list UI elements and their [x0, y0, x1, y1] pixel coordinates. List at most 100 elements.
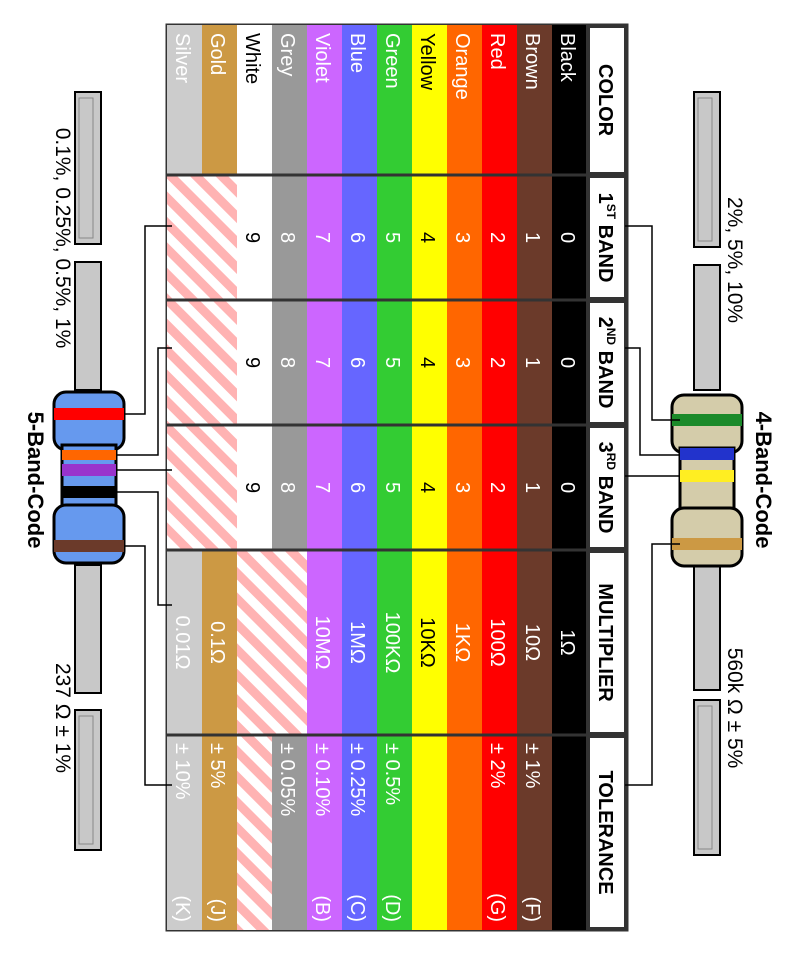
color-name-violet: Violet — [311, 33, 333, 83]
cell-color-grey — [272, 25, 307, 175]
cell-multiplier-orange — [447, 550, 482, 735]
cell-band3-yellow — [412, 425, 447, 550]
cell-band1-green — [377, 175, 412, 300]
cell-band1-violet — [307, 175, 342, 300]
band1-value-green: 5 — [381, 232, 403, 243]
four-band-value: 560k Ω ± 5% — [723, 648, 746, 769]
color-name-blue: Blue — [346, 33, 368, 73]
band1-value-red: 2 — [486, 232, 508, 243]
cell-color-red — [482, 25, 517, 175]
cell-band2-blue — [342, 300, 377, 425]
cell-band2-violet — [307, 300, 342, 425]
cell-tolerance-gold — [202, 735, 237, 930]
multiplier-value-yellow: 10KΩ — [416, 617, 438, 668]
cell-color-green — [377, 25, 412, 175]
cell-band2-orange — [447, 300, 482, 425]
four-band-resistor-group: 4-Band-Code 2%, 5%, 10% 560k Ω ± 5% — [625, 91, 776, 856]
band1-value-white: 9 — [241, 232, 263, 243]
five-band-band-3-violet — [62, 464, 116, 476]
tolerance-value-silver: ± 10% — [171, 743, 193, 800]
cell-tolerance-brown — [517, 735, 552, 930]
cell-color-orange — [447, 25, 482, 175]
four-band-band-3-yellow — [680, 470, 734, 482]
header-cell-band2 — [588, 301, 626, 424]
tolerance-code-gold: (J) — [206, 899, 228, 922]
cell-tolerance-green — [377, 735, 412, 930]
cell-band1-brown — [517, 175, 552, 300]
cell-color-violet — [307, 25, 342, 175]
tolerance-value-green: ± 0.5% — [381, 743, 403, 805]
color-name-brown: Brown — [521, 33, 543, 90]
header-cell-multiplier — [588, 551, 626, 734]
cell-band1-silver — [167, 175, 202, 300]
multiplier-value-brown: 10Ω — [521, 624, 543, 661]
cell-band2-black — [552, 300, 587, 425]
cell-color-white — [237, 25, 272, 175]
band3-value-black: 0 — [556, 482, 578, 493]
multiplier-value-gold: 0.1Ω — [206, 621, 228, 664]
band2-value-violet: 7 — [311, 357, 333, 368]
cell-band2-gold — [202, 300, 237, 425]
five-band-band-4-black — [62, 486, 116, 498]
cell-band2-grey — [272, 300, 307, 425]
cell-band3-grey — [272, 425, 307, 550]
cell-tolerance-blue — [342, 735, 377, 930]
cell-band1-white — [237, 175, 272, 300]
tolerance-value-gold: ± 5% — [206, 743, 228, 789]
tolerance-code-red: (G) — [486, 893, 508, 922]
header-label-color: COLOR — [594, 64, 616, 137]
band2-value-blue: 6 — [346, 357, 368, 368]
five-band-resistor-body — [52, 390, 126, 565]
five-band-band-5-brown — [54, 540, 124, 552]
cell-band3-violet — [307, 425, 342, 550]
cell-color-gold — [202, 25, 237, 175]
cell-tolerance-yellow — [412, 735, 447, 930]
band3-value-blue: 6 — [346, 482, 368, 493]
band2-value-orange: 3 — [451, 357, 473, 368]
header-label-band3: 3RD BAND — [594, 442, 618, 534]
color-name-orange: Orange — [451, 33, 473, 100]
multiplier-value-green: 100KΩ — [381, 612, 403, 674]
band1-value-grey: 8 — [276, 232, 298, 243]
multiplier-value-black: 1Ω — [556, 629, 578, 655]
five-band-band-2-orange — [62, 450, 116, 460]
band1-value-violet: 7 — [311, 232, 333, 243]
cell-band1-orange — [447, 175, 482, 300]
cell-tolerance-white — [237, 735, 272, 930]
cell-band3-red — [482, 425, 517, 550]
tolerance-value-red: ± 2% — [486, 743, 508, 789]
five-band-tolerance-range: 0.1%, 0.25%, 0.5%, 1% — [51, 128, 74, 349]
cell-band2-brown — [517, 300, 552, 425]
band2-value-black: 0 — [556, 357, 578, 368]
cell-multiplier-silver — [167, 550, 202, 735]
band3-value-green: 5 — [381, 482, 403, 493]
five-band-title: 5-Band-Code — [23, 412, 48, 549]
header-label-tolerance: TOLERANCE — [594, 770, 616, 894]
tolerance-code-blue: (C) — [346, 894, 368, 922]
cell-tolerance-violet — [307, 735, 342, 930]
cell-tolerance-grey — [272, 735, 307, 930]
header-cell-band3 — [588, 426, 626, 549]
color-name-silver: Silver — [171, 33, 193, 83]
cell-multiplier-brown — [517, 550, 552, 735]
tolerance-value-violet: ± 0.10% — [311, 743, 333, 816]
four-band-title: 4-Band-Code — [751, 412, 776, 549]
color-name-grey: Grey — [276, 33, 298, 76]
five-band-band-1-red — [54, 408, 124, 420]
cell-band2-red — [482, 300, 517, 425]
cell-color-black — [552, 25, 587, 175]
band3-value-yellow: 4 — [416, 482, 438, 493]
band2-value-green: 5 — [381, 357, 403, 368]
cell-band1-black — [552, 175, 587, 300]
band3-value-orange: 3 — [451, 482, 473, 493]
cell-band1-gold — [202, 175, 237, 300]
